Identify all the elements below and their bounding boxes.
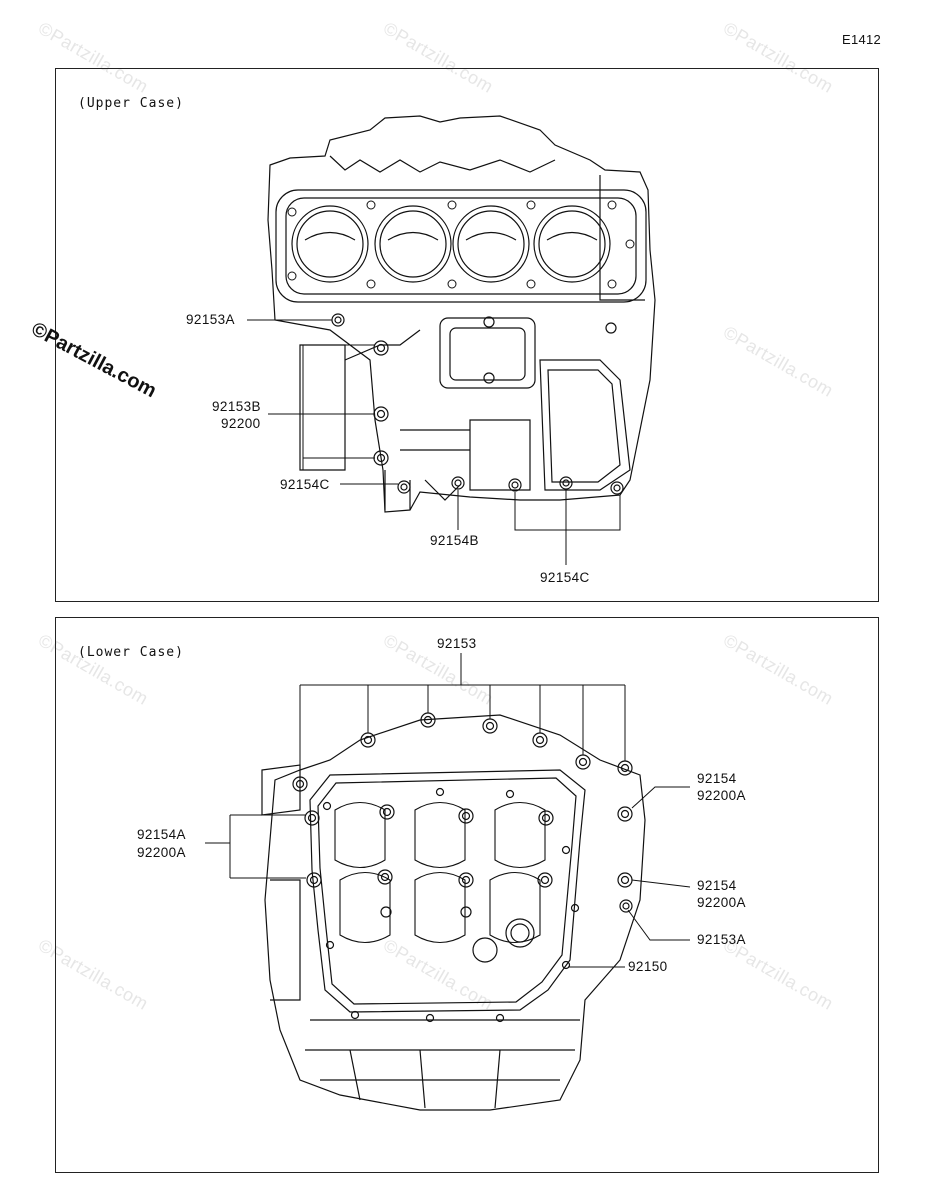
callout-label: 92154B — [430, 533, 479, 548]
callout-label: 92200A — [697, 788, 746, 803]
upper-leader-lines — [247, 319, 621, 565]
lower-case-title: (Lower Case) — [78, 645, 184, 660]
upper-case-panel — [55, 68, 879, 602]
callout-label: 92153 — [437, 636, 477, 651]
callout-label: 92154 — [697, 878, 737, 893]
upper-case-drawing — [267, 115, 656, 513]
callout-label: 92154C — [280, 477, 330, 492]
page-code: E1412 — [842, 32, 882, 47]
lower-leader-lines — [205, 653, 691, 968]
callout-label: 92153A — [697, 932, 746, 947]
callout-label: 92200A — [137, 845, 186, 860]
callout-label: 92150 — [628, 959, 668, 974]
callout-label: 92154A — [137, 827, 186, 842]
callout-label: 92200A — [697, 895, 746, 910]
callout-label: 92153B — [212, 399, 261, 414]
callout-label: 92154 — [697, 771, 737, 786]
lower-case-panel — [55, 617, 879, 1173]
upper-case-title: (Upper Case) — [78, 96, 184, 111]
lower-case-drawing — [261, 712, 646, 1111]
callout-label: 92153A — [186, 312, 235, 327]
callout-label: 92154C — [540, 570, 590, 585]
callout-label: 92200 — [221, 416, 261, 431]
